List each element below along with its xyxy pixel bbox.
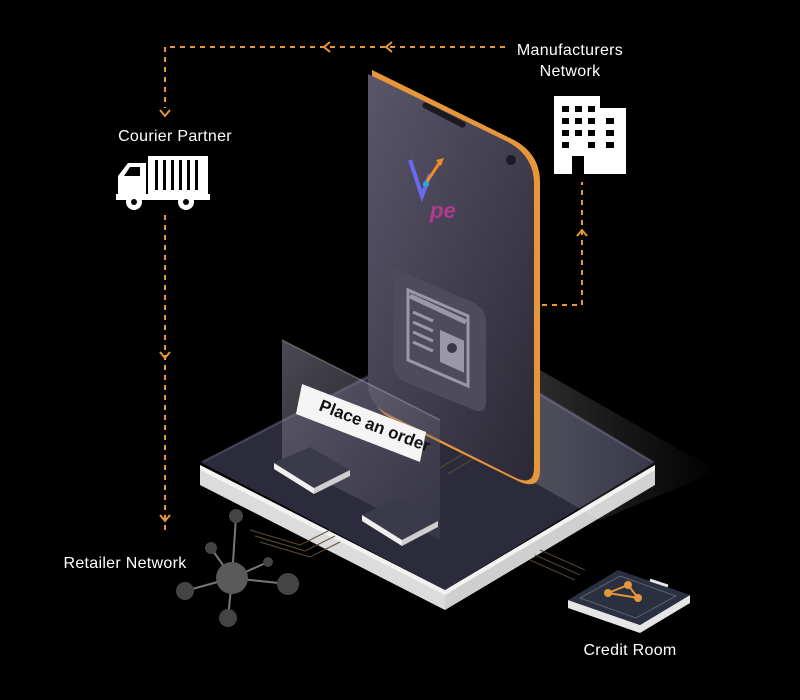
credit-book-icon — [568, 570, 690, 633]
phone-camera — [506, 155, 516, 165]
phone: pe — [368, 70, 540, 485]
chip-left — [274, 447, 350, 494]
flow-arrows — [159, 41, 588, 523]
manufacturers-network-label: Manufacturers Network — [500, 40, 640, 82]
order-panel — [281, 339, 441, 540]
truck-icon — [116, 156, 210, 210]
flow-manufacturer-to-courier — [164, 46, 505, 108]
chip-right — [362, 498, 438, 546]
app-logo: pe — [408, 158, 456, 223]
circuit-traces — [249, 449, 586, 581]
building-icon — [554, 96, 626, 174]
phone-speaker — [422, 102, 466, 128]
network-hub-icon — [176, 509, 299, 627]
courier-partner-label: Courier Partner — [118, 128, 232, 145]
logo-text: pe — [429, 198, 456, 223]
profile-card-icon — [393, 268, 486, 411]
manufacturers-label-line1: Manufacturers — [516, 42, 624, 59]
retailer-network-label: Retailer Network — [63, 555, 187, 572]
manufacturers-label-line2: Network — [539, 63, 601, 80]
phone-glow — [530, 370, 720, 520]
credit-room-label: Credit Room — [583, 642, 677, 659]
